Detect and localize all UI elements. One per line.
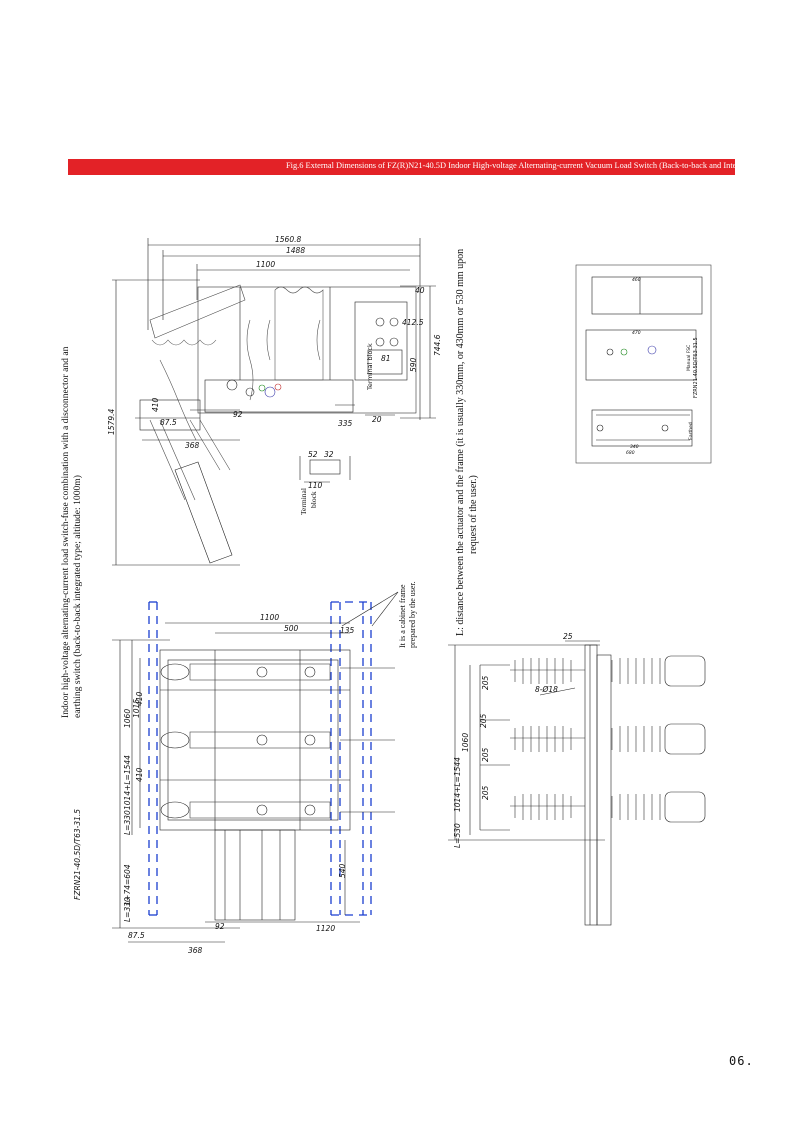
svg-text:block: block — [309, 491, 318, 508]
svg-text:410: 410 — [135, 691, 144, 706]
svg-text:20: 20 — [372, 415, 382, 424]
svg-text:410: 410 — [151, 397, 160, 412]
svg-text:81: 81 — [381, 354, 391, 363]
svg-text:470: 470 — [632, 330, 641, 336]
svg-text:L+74=604: L+74=604 — [123, 864, 132, 905]
svg-text:52: 52 — [308, 450, 318, 459]
note-line-1: L: distance between the actuator and the… — [455, 249, 466, 636]
svg-text:1060: 1060 — [123, 709, 132, 728]
svg-text:110: 110 — [308, 481, 323, 490]
svg-text:368: 368 — [185, 441, 200, 450]
svg-text:1120: 1120 — [316, 924, 335, 933]
svg-text:8-Ø18: 8-Ø18 — [535, 685, 558, 694]
svg-text:FZRN21-40.5D/T63-31.5: FZRN21-40.5D/T63-31.5 — [693, 337, 699, 398]
mini-drawing-labels: 460 680 470 340 FZRN21-40.5D/T63-31.5 Ma… — [626, 277, 699, 456]
svg-text:205: 205 — [481, 675, 490, 690]
svg-text:1560.8: 1560.8 — [275, 235, 301, 244]
svg-text:590: 590 — [409, 357, 418, 372]
caption-line-2: earthing switch (back-to-back integrated… — [72, 475, 83, 718]
front-view-dimensions: 1100 500 135 92 1120 87.5 368 1060 1015 … — [123, 613, 355, 955]
svg-text:L=330: L=330 — [123, 810, 132, 835]
svg-text:32: 32 — [324, 450, 334, 459]
svg-text:368: 368 — [188, 946, 203, 955]
page-number: 06. — [729, 1054, 754, 1068]
svg-text:412.5: 412.5 — [402, 318, 424, 327]
cabinet-note: It is a cabinet frame prepared by the us… — [398, 581, 417, 648]
svg-text:40: 40 — [415, 286, 425, 295]
svg-text:135: 135 — [340, 626, 355, 635]
svg-text:92: 92 — [233, 410, 243, 419]
svg-text:460: 460 — [632, 277, 641, 283]
front-view — [112, 591, 399, 943]
figure-title: Fig.6 External Dimensions of FZ(R)N21-40… — [286, 161, 735, 170]
mini-drawing — [575, 264, 712, 464]
svg-text:1015: 1015 — [132, 699, 141, 718]
svg-text:335: 335 — [338, 419, 353, 428]
svg-text:Earthed: Earthed — [688, 422, 694, 440]
svg-text:92: 92 — [215, 922, 225, 931]
svg-text:1100: 1100 — [256, 260, 275, 269]
svg-text:205: 205 — [481, 747, 490, 762]
top-view-dimensions: 1560.8 1488 1100 40 412.5 81 87.5 92 368… — [107, 235, 442, 515]
cabinet-note-line-1: It is a cabinet frame — [398, 584, 407, 648]
side-view — [448, 640, 706, 926]
caption-block: FZRN21-40.5D/T63-31.5 Indoor high-voltag… — [60, 346, 83, 900]
svg-text:25: 25 — [563, 632, 573, 641]
model-title: FZRN21-40.5D/T63-31.5 — [73, 809, 82, 900]
svg-text:540: 540 — [338, 863, 347, 878]
svg-text:1100: 1100 — [260, 613, 279, 622]
svg-text:Terminal: Terminal — [299, 488, 308, 515]
svg-text:1014+L=1544: 1014+L=1544 — [453, 757, 462, 812]
svg-text:Terminal block: Terminal block — [366, 343, 374, 391]
svg-text:410: 410 — [135, 767, 144, 782]
caption-line-1: Indoor high-voltage alternating-current … — [60, 346, 71, 718]
svg-text:L=530: L=530 — [453, 823, 462, 848]
svg-text:205: 205 — [479, 713, 488, 728]
svg-text:340: 340 — [630, 444, 639, 450]
svg-text:1579.4: 1579.4 — [107, 409, 116, 435]
svg-text:1488: 1488 — [286, 246, 305, 255]
svg-text:680: 680 — [626, 450, 635, 456]
side-view-dimensions: 25 8-Ø18 205 205 205 205 1060 1014+L=154… — [453, 632, 573, 848]
cabinet-note-line-2: prepared by the user. — [408, 581, 417, 648]
figure-title-banner: Fig.6 External Dimensions of FZ(R)N21-40… — [68, 159, 735, 175]
svg-text:L=330: L=330 — [123, 897, 132, 922]
svg-text:205: 205 — [481, 785, 490, 800]
svg-text:Manual FSC: Manual FSC — [686, 345, 692, 371]
svg-text:744.6: 744.6 — [433, 334, 442, 356]
top-view — [112, 238, 436, 566]
svg-text:1014+L=1544: 1014+L=1544 — [123, 755, 132, 810]
note-line-2: request of the user.) — [468, 475, 479, 554]
svg-text:87.5: 87.5 — [128, 931, 145, 940]
note-block: L: distance between the actuator and the… — [455, 249, 479, 636]
svg-text:87.5: 87.5 — [160, 418, 177, 427]
svg-text:1060: 1060 — [461, 733, 470, 752]
svg-text:500: 500 — [284, 624, 299, 633]
